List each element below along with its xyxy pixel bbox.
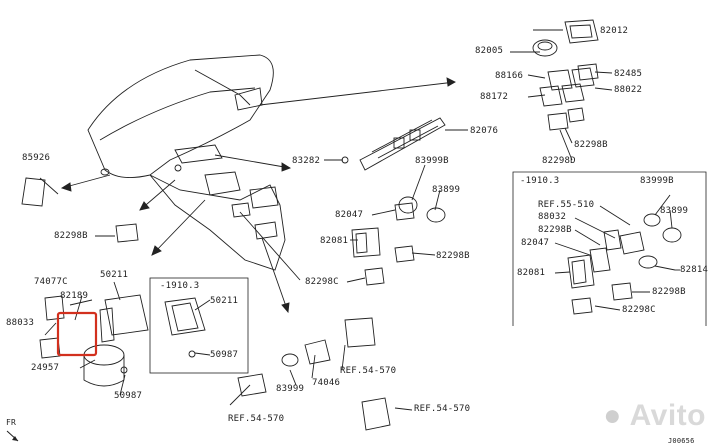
label-82485: 82485 xyxy=(614,69,643,79)
label-box-right-title: -1910.3 xyxy=(520,176,560,186)
label-r-88032: 88032 xyxy=(538,212,567,222)
label-ref54-b: REF.54-570 xyxy=(228,414,285,424)
label-r-83999b: 83999B xyxy=(640,176,674,186)
highlight-box xyxy=(56,311,98,357)
label-83999b: 83999B xyxy=(415,156,449,166)
label-r-82081: 82081 xyxy=(517,268,546,278)
label-ref54-a: REF.54-570 xyxy=(340,366,397,376)
diagram-code: J00656 xyxy=(668,437,695,445)
inset-box-left xyxy=(149,277,249,374)
label-r-82298c: 82298C xyxy=(622,305,656,315)
label-88022: 88022 xyxy=(614,85,643,95)
avito-logo-icon: ● xyxy=(603,399,622,432)
label-82005: 82005 xyxy=(475,46,504,56)
label-ref54-c: REF.54-570 xyxy=(414,404,471,414)
label-82298b-left: 82298B xyxy=(54,231,88,241)
fr-marker: FR xyxy=(6,418,17,427)
label-50211-inset: 50211 xyxy=(210,296,239,306)
label-88172: 88172 xyxy=(480,92,509,102)
label-83282: 83282 xyxy=(292,156,321,166)
fr-arrow-icon xyxy=(6,430,19,442)
label-88033: 88033 xyxy=(6,318,35,328)
label-74077c: 74077C xyxy=(34,277,68,287)
label-r-ref55: REF.55-510 xyxy=(538,200,595,210)
label-r-83899: 83899 xyxy=(660,206,689,216)
label-82012: 82012 xyxy=(600,26,629,36)
label-74046: 74046 xyxy=(312,378,341,388)
avito-watermark-text: Avito xyxy=(629,399,706,432)
label-83999: 83999 xyxy=(276,384,305,394)
label-50987-inset: 50987 xyxy=(210,350,239,360)
label-r-82298b-b: 82298B xyxy=(652,287,686,297)
dashboard-panel xyxy=(87,54,286,271)
label-82298c-mid: 82298C xyxy=(305,277,339,287)
label-88166: 88166 xyxy=(495,71,524,81)
inset-box-right xyxy=(512,171,707,326)
avito-watermark: ● Avito xyxy=(603,399,706,433)
label-82298b-top: 82298B xyxy=(574,140,608,150)
label-82298d: 82298D xyxy=(542,156,576,166)
label-box-left-title: -1910.3 xyxy=(160,281,200,291)
label-82081: 82081 xyxy=(320,236,349,246)
part-shapes xyxy=(21,19,682,431)
label-r-82814: 82814 xyxy=(680,265,709,275)
label-82076: 82076 xyxy=(470,126,499,136)
label-r-82047: 82047 xyxy=(521,238,550,248)
label-82298b-mid: 82298B xyxy=(436,251,470,261)
label-50987: 50987 xyxy=(114,391,143,401)
label-82189: 82189 xyxy=(60,291,89,301)
label-r-82298b-a: 82298B xyxy=(538,225,572,235)
label-83899: 83899 xyxy=(432,185,461,195)
label-50211: 50211 xyxy=(100,270,129,280)
leader-arrows xyxy=(39,29,613,411)
label-85926: 85926 xyxy=(22,153,51,163)
label-82047: 82047 xyxy=(335,210,364,220)
label-24957: 24957 xyxy=(31,363,60,373)
